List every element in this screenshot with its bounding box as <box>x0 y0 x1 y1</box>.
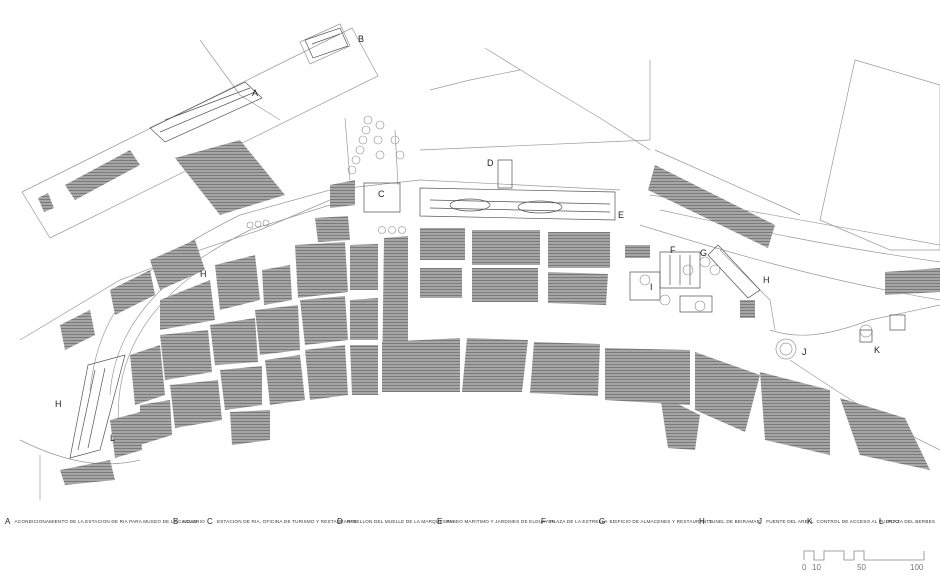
legend-text: Tunel de Beiramar <box>708 519 761 524</box>
scale-bar-line <box>803 550 925 561</box>
legend-item-j: JFuente del areal <box>758 517 814 527</box>
legend-text: Fuente del areal <box>766 519 814 524</box>
legend-text: Acuario <box>182 519 205 524</box>
legend-key: H <box>699 517 705 526</box>
legend: AAcondicionamiento de la estacion de RIA… <box>0 517 940 531</box>
legend-item-c: CEstacion de RIA, oficina de turismo y r… <box>207 517 357 527</box>
label-j: J <box>802 347 807 357</box>
label-b: B <box>358 34 364 44</box>
label-f: F <box>670 245 676 255</box>
building-details <box>69 27 906 459</box>
legend-item-g: GEdificio de almacenes y restaurante <box>599 517 713 527</box>
scale-bar: 0 10 50 100 <box>802 550 925 572</box>
label-i: I <box>650 282 653 292</box>
legend-key: J <box>758 517 763 526</box>
legend-text: Estacion de RIA, oficina de turismo y re… <box>216 519 357 524</box>
legend-item-e: EPaseo maritimo y jardines de Elduayen <box>437 517 555 527</box>
trees <box>246 115 721 312</box>
legend-key: B <box>173 517 179 526</box>
legend-key: L <box>879 517 884 526</box>
building-blocks <box>38 140 940 485</box>
label-c: C <box>378 189 385 199</box>
legend-text: Plaza de la estrella <box>550 519 608 524</box>
label-h-center: H <box>200 269 207 279</box>
label-a: A <box>252 88 258 98</box>
legend-item-d: DPabellon del muelle de la marquesina <box>337 517 454 527</box>
label-h-east: H <box>763 275 770 285</box>
scale-tick-50: 50 <box>857 563 866 572</box>
scale-tick-0: 0 <box>802 563 807 572</box>
legend-text: Paseo maritimo y jardines de Elduayen <box>446 519 556 524</box>
legend-key: F <box>541 517 547 526</box>
scale-tick-100: 100 <box>910 563 924 572</box>
legend-item-f: FPlaza de la estrella <box>541 517 607 527</box>
legend-text: Plaza del Berbes <box>887 519 936 524</box>
site-plan-map: A B C D E F G H H H I J K L <box>19 23 940 500</box>
legend-key: K <box>807 517 813 526</box>
legend-key: G <box>599 517 606 526</box>
legend-key: C <box>207 517 213 526</box>
label-h-west: H <box>55 399 62 409</box>
legend-item-b: BAcuario <box>173 517 205 527</box>
legend-text: Pabellon del muelle de la marquesina <box>346 519 455 524</box>
label-e: E <box>618 210 624 220</box>
label-k: K <box>874 345 880 355</box>
legend-item-k: KControl de acceso al puerto <box>807 517 899 527</box>
legend-key: A <box>5 517 11 526</box>
map-labels: A B C D E F G H H H I J K L <box>55 34 880 443</box>
legend-text: Edificio de almacenes y restaurante <box>609 519 713 524</box>
label-l: L <box>110 433 115 443</box>
legend-key: D <box>337 517 343 526</box>
label-d: D <box>487 158 494 168</box>
legend-text: Acondicionamiento de la estacion de RIA … <box>14 519 197 524</box>
legend-item-l: LPlaza del Berbes <box>879 517 935 527</box>
label-g: G <box>700 248 707 258</box>
legend-item-h: HTunel de Beiramar <box>699 517 760 527</box>
scale-tick-10: 10 <box>812 563 821 572</box>
legend-key: E <box>437 517 443 526</box>
legend-text: Control de acceso al puerto <box>816 519 900 524</box>
legend-item-a: AAcondicionamiento de la estacion de RIA… <box>5 517 197 527</box>
